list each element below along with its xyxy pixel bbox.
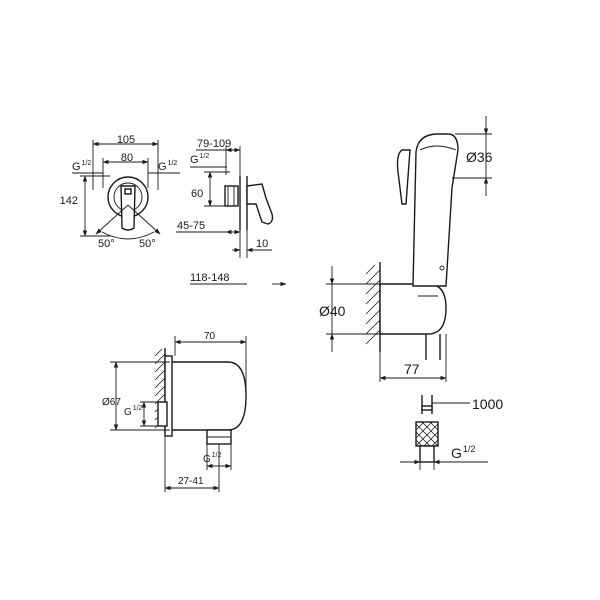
dimension-105: 105 (117, 134, 135, 146)
outlet-body (169, 361, 247, 431)
dimension-27-41: 27-41 (178, 476, 204, 487)
mixer-lever (120, 185, 136, 231)
mixer-handle-side (246, 183, 274, 225)
dimension-10: 10 (256, 238, 268, 250)
thread-label-hose: G1/2 (451, 444, 475, 461)
dimension-70: 70 (204, 331, 216, 342)
thread-label-outlet-side: G1/2 (124, 405, 143, 418)
mixer-front-view: 105 80 G1/2 G1/2 142 50° 50° (60, 134, 180, 250)
dimension-142: 142 (60, 195, 78, 207)
dimension-118-148: 118-148 (190, 272, 230, 284)
dimension-80: 80 (121, 152, 133, 164)
outlet-side-port (157, 401, 168, 427)
dimension-1000: 1000 (472, 396, 503, 412)
mixer-side-view: 79-109 G1/2 60 45-75 10 1 (176, 138, 287, 287)
dimension-36: Ø36 (466, 149, 493, 165)
dimension-79-109: 79-109 (197, 138, 231, 150)
hand-shower-view: Ø36 Ø40 77 (319, 116, 493, 382)
angle-right: 50° (139, 238, 156, 250)
dimension-77: 77 (404, 361, 420, 377)
dimension-67: Ø67 (102, 397, 121, 408)
thread-label-side: G1/2 (190, 153, 209, 166)
thread-label-left: G1/2 (72, 160, 91, 173)
dimension-40: Ø40 (319, 303, 346, 319)
hose-view: 1000 G1/2 (400, 395, 503, 470)
mixer-valve-body (224, 185, 239, 207)
dimension-45-75: 45-75 (177, 220, 205, 232)
shower-holder (379, 283, 447, 335)
wall-hatch-shower (365, 264, 381, 345)
shower-head (412, 133, 459, 287)
thread-label-right: G1/2 (158, 160, 177, 173)
dimension-60: 60 (191, 188, 203, 200)
wall-outlet-view: 70 Ø67 G1/2 G1/2 27-41 (102, 331, 247, 492)
thread-label-outlet-bottom: G1/2 (203, 452, 222, 465)
angle-left: 50° (98, 238, 115, 250)
shower-trigger (396, 149, 411, 205)
